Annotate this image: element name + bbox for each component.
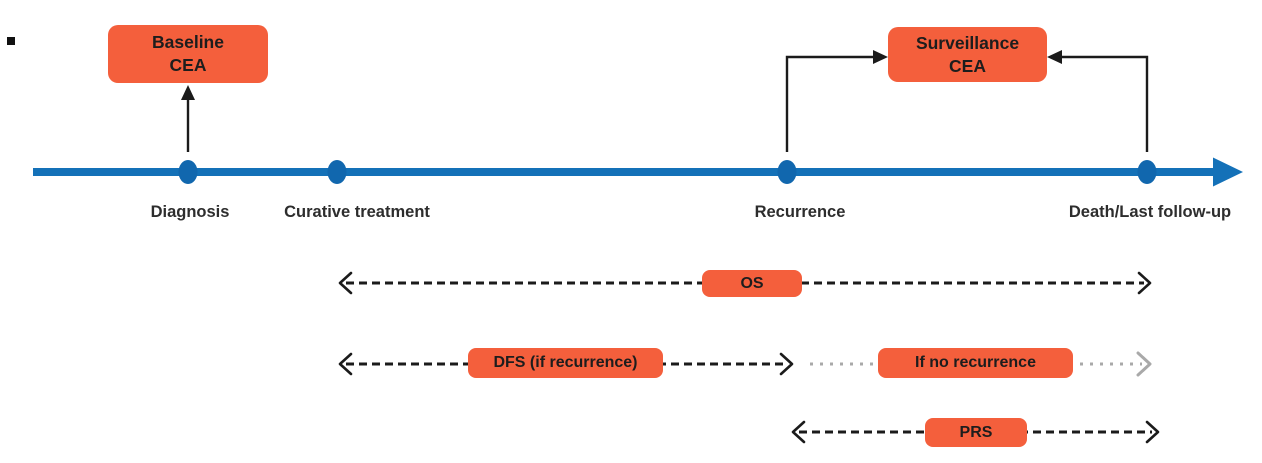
os-interval-chip: OS	[702, 270, 802, 297]
surveillance-cea-label-line2: CEA	[949, 55, 986, 76]
chevron-right-icon	[779, 352, 794, 376]
chevron-left-icon	[338, 352, 353, 376]
no-recurrence-interval-arrow	[810, 351, 1152, 377]
chevron-right-icon	[1145, 420, 1160, 444]
death-to-surveillance-arrow	[1047, 50, 1149, 152]
event-label-death-last-follow-up: Death/Last follow-up	[1068, 203, 1232, 221]
baseline-cea-label-line2: CEA	[169, 55, 207, 75]
timeline-axis	[33, 157, 1243, 187]
prs-interval-chip: PRS	[925, 418, 1027, 447]
timeline-dot-diagnosis	[178, 160, 198, 184]
baseline-cea-box: Baseline CEA	[108, 25, 268, 83]
no-recurrence-interval-chip: If no recurrence	[878, 348, 1073, 378]
dfs-interval-arrow	[338, 352, 794, 376]
chevron-right-icon	[1136, 351, 1152, 377]
timeline-arrowhead-icon	[1213, 157, 1243, 187]
baseline-cea-label-line1: Baseline	[152, 32, 224, 53]
left-arrowhead-icon	[1047, 50, 1062, 64]
surveillance-cea-label-line1: Surveillance	[915, 32, 1020, 53]
chevron-left-icon	[338, 271, 353, 295]
event-label-recurrence: Recurrence	[754, 203, 846, 221]
timeline-dot-death-last-follow-up	[1137, 160, 1157, 184]
event-label-diagnosis: Diagnosis	[150, 203, 230, 221]
os-interval-arrow	[338, 271, 1152, 295]
timeline-dot-recurrence	[777, 160, 797, 184]
chevron-left-icon	[791, 420, 806, 444]
artifact-mark	[7, 37, 15, 45]
recurrence-to-surveillance-arrow	[785, 50, 888, 152]
timeline-dot-curative-treatment	[327, 160, 347, 184]
right-arrowhead-icon	[873, 50, 888, 64]
up-arrowhead-icon	[181, 85, 195, 100]
event-label-curative-treatment: Curative treatment	[284, 203, 430, 221]
chevron-right-icon	[1137, 271, 1152, 295]
surveillance-cea-box: Surveillance CEA	[888, 27, 1047, 82]
dfs-interval-chip: DFS (if recurrence)	[468, 348, 663, 378]
baseline-cea-arrow	[181, 85, 195, 152]
